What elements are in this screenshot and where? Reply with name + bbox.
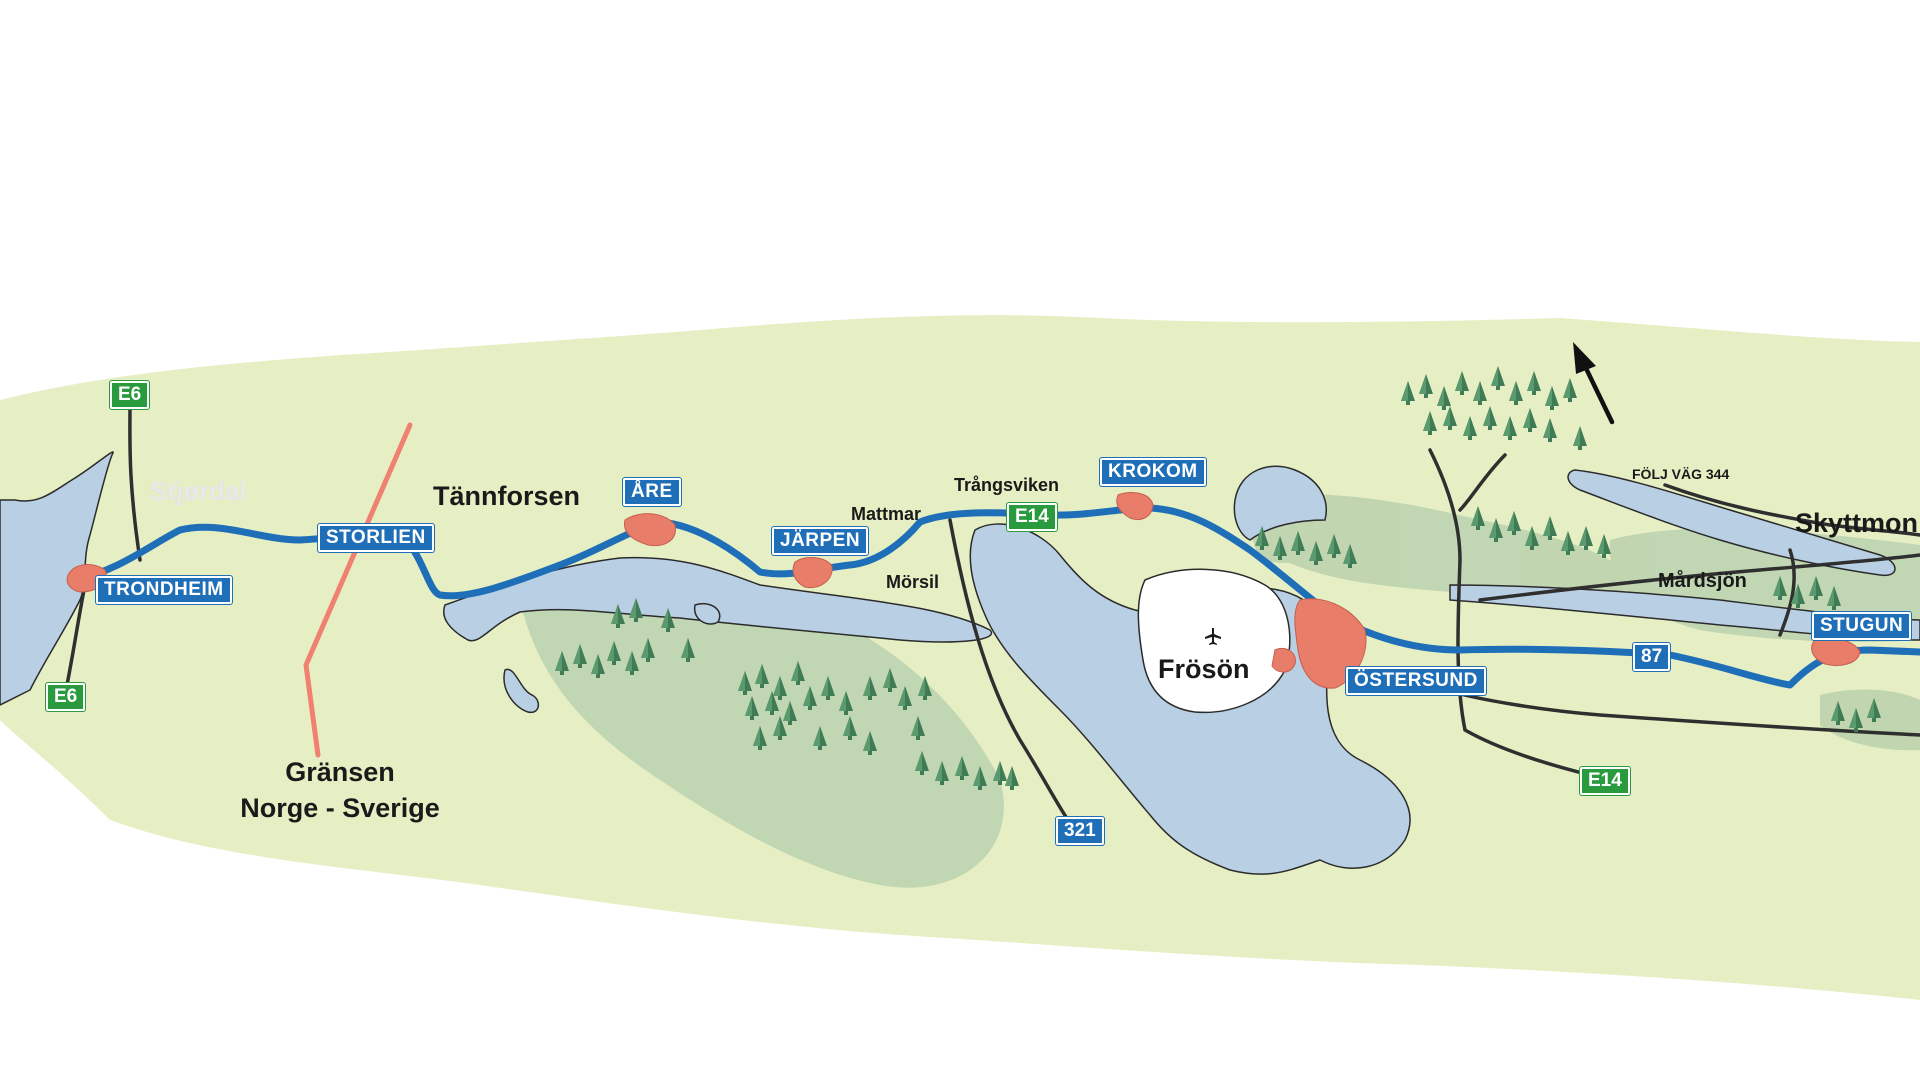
- road-sign-321: 321: [1056, 817, 1104, 845]
- town-areas: [66, 492, 1861, 689]
- road-sign-e6-south: E6: [46, 683, 86, 711]
- border-line: [303, 422, 413, 758]
- place-skyttmon: Skyttmon: [1795, 508, 1919, 538]
- lake-small: [693, 603, 721, 625]
- river-indal: [1449, 584, 1920, 641]
- city-sign-are: ÅRE: [623, 478, 681, 506]
- place-stjordal: Stjørdal: [150, 476, 247, 506]
- place-mattmar: Mattmar: [851, 504, 922, 524]
- place-morsil: Mörsil: [886, 572, 940, 592]
- lake-pond: [503, 668, 540, 714]
- place-tannforsen: Tännforsen: [433, 481, 581, 511]
- city-sign-ostersund: ÖSTERSUND: [1346, 667, 1486, 695]
- place-trangsviken: Trångsviken: [954, 475, 1060, 495]
- follow-road-note: FÖLJ VÄG 344: [1632, 466, 1730, 482]
- lake-are: [443, 556, 993, 643]
- lake-krokom: [1233, 465, 1327, 541]
- trondheim-fjord: [0, 451, 114, 706]
- land-area: [0, 315, 1920, 1000]
- road-sign-e14: E14: [1007, 503, 1057, 531]
- border-label-line2: Norge - Sverige: [240, 793, 440, 823]
- city-sign-storlien: STORLIEN: [318, 524, 434, 552]
- airplane-icon: [1205, 628, 1221, 645]
- border-label-line1: Gränsen: [285, 757, 395, 787]
- road-sign-87: 87: [1633, 643, 1671, 671]
- north-arrow-icon: [1573, 342, 1615, 425]
- road-sign-e6-north: E6: [110, 381, 150, 409]
- city-sign-jarpen: JÄRPEN: [772, 527, 869, 555]
- place-froson: Frösön: [1158, 654, 1250, 684]
- secondary-roads: [64, 403, 1920, 832]
- froson-island: [1137, 568, 1291, 714]
- lake-north: [1567, 469, 1896, 577]
- city-sign-krokom: KROKOM: [1100, 458, 1206, 486]
- road-sign-e14-south: E14: [1580, 767, 1630, 795]
- city-sign-stugun: STUGUN: [1812, 612, 1912, 640]
- place-mardsjon: Mårdsjön: [1658, 570, 1747, 592]
- city-sign-trondheim: TRONDHEIM: [96, 576, 232, 604]
